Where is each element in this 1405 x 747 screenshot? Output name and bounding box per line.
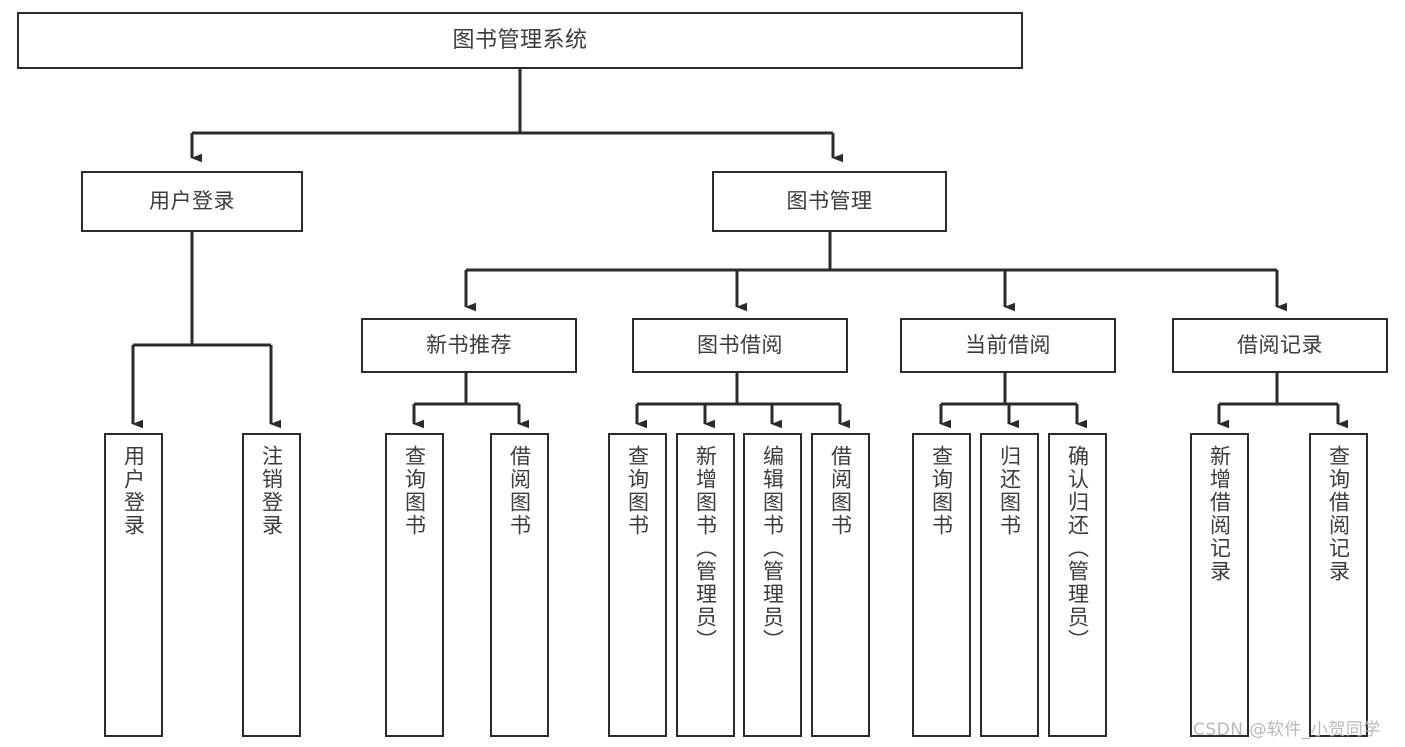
node-label: 编辑图书（管理员）	[760, 445, 785, 652]
node-leaf-user-login[interactable]: 用户登录	[104, 433, 163, 737]
node-leaf-add-book[interactable]: 新增图书（管理员）	[676, 433, 735, 737]
node-label: 图书管理系统	[452, 27, 588, 53]
node-leaf-logout[interactable]: 注销登录	[242, 433, 301, 737]
node-leaf-confirm-return[interactable]: 确认归还（管理员）	[1048, 433, 1107, 737]
node-user-login[interactable]: 用户登录	[81, 171, 303, 232]
node-label: 新增借阅记录	[1207, 445, 1232, 583]
node-label: 借阅图书	[507, 445, 532, 537]
node-label: 用户登录	[121, 445, 146, 537]
node-leaf-query-borrow-record[interactable]: 查询借阅记录	[1309, 433, 1368, 737]
node-label: 借阅记录	[1237, 333, 1323, 358]
node-leaf-query-book-borrow[interactable]: 查询图书	[608, 433, 667, 737]
node-label: 用户登录	[149, 189, 235, 214]
node-leaf-query-book-current[interactable]: 查询图书	[912, 433, 971, 737]
node-label: 查询图书	[929, 445, 954, 537]
node-label: 查询借阅记录	[1326, 445, 1351, 583]
node-root-book-management-system[interactable]: 图书管理系统	[17, 12, 1023, 69]
node-label: 归还图书	[997, 445, 1022, 537]
node-leaf-borrow-book-recommend[interactable]: 借阅图书	[490, 433, 549, 737]
node-current-borrow[interactable]: 当前借阅	[900, 318, 1116, 373]
node-label: 确认归还（管理员）	[1065, 445, 1090, 652]
node-leaf-edit-book[interactable]: 编辑图书（管理员）	[743, 433, 802, 737]
node-label: 注销登录	[259, 445, 284, 537]
node-leaf-borrow-book[interactable]: 借阅图书	[811, 433, 870, 737]
node-leaf-add-borrow-record[interactable]: 新增借阅记录	[1190, 433, 1249, 737]
node-label: 图书管理	[786, 189, 873, 214]
node-book-borrow[interactable]: 图书借阅	[632, 318, 848, 373]
node-label: 查询图书	[402, 445, 427, 537]
node-label: 新书推荐	[426, 333, 512, 358]
csdn-watermark: CSDN @软件_小贺同学	[1193, 720, 1381, 740]
node-label: 借阅图书	[828, 445, 853, 537]
node-label: 当前借阅	[965, 333, 1051, 358]
node-label: 新增图书（管理员）	[693, 445, 718, 652]
node-leaf-return-book[interactable]: 归还图书	[980, 433, 1039, 737]
node-book-manage[interactable]: 图书管理	[712, 171, 947, 232]
node-leaf-query-book-recommend[interactable]: 查询图书	[385, 433, 444, 737]
node-label: 图书借阅	[697, 333, 783, 358]
node-new-book-recommend[interactable]: 新书推荐	[361, 318, 577, 373]
node-label: 查询图书	[625, 445, 650, 537]
node-borrow-record[interactable]: 借阅记录	[1172, 318, 1388, 373]
